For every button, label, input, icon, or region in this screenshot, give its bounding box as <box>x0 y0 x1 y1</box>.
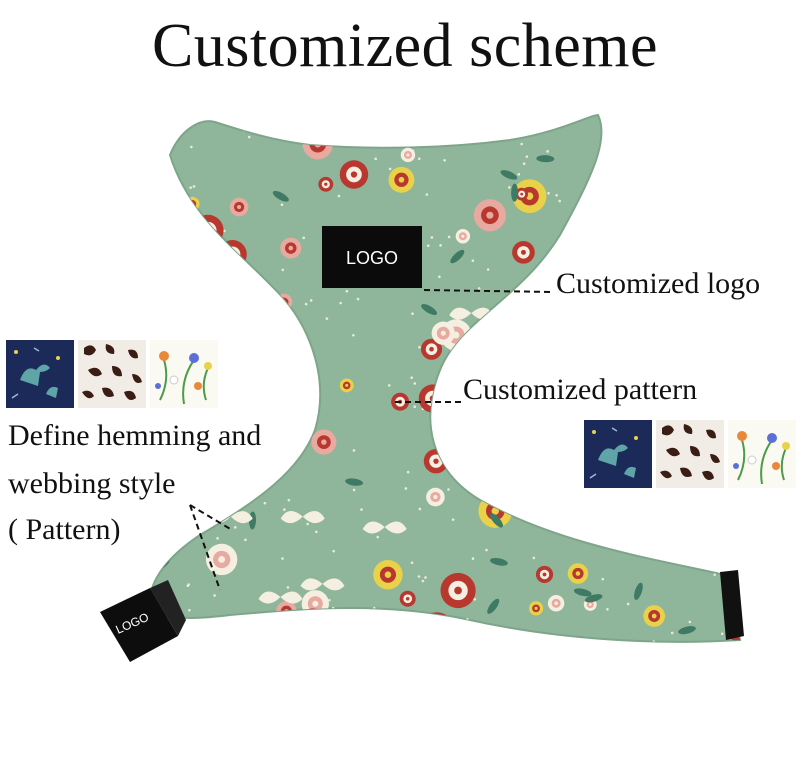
leopard-swatch <box>78 340 146 408</box>
flower-motif <box>515 187 529 201</box>
flower-motif <box>210 270 234 293</box>
leader-lines <box>189 289 553 591</box>
flower-motif <box>423 448 449 474</box>
flower-motif <box>419 612 454 642</box>
flower-motif <box>547 595 565 612</box>
floral-swatch <box>150 340 218 408</box>
flower-motif <box>598 488 628 518</box>
logo-leader-line <box>423 289 553 293</box>
flower-motif <box>301 608 325 631</box>
flower-motif <box>636 494 666 523</box>
left-buckle: LOGO <box>100 580 186 662</box>
flower-motif <box>280 388 309 417</box>
flower-motif <box>280 237 302 259</box>
flower-motif <box>192 214 224 246</box>
hemming-label-line1: Define hemming and <box>8 419 262 452</box>
flower-motif <box>613 121 637 145</box>
flower-motif <box>205 543 238 576</box>
flower-motif <box>318 176 334 192</box>
flower-motif <box>473 199 506 232</box>
dinosaur-swatch <box>584 420 652 488</box>
floral-swatch <box>728 420 796 488</box>
flower-motif <box>512 241 535 264</box>
flower-motif <box>218 240 247 269</box>
flower-motif <box>712 506 728 521</box>
flower-motif <box>158 511 194 548</box>
flower-motif <box>400 147 416 163</box>
flower-motif <box>569 463 584 478</box>
hemming-swatches <box>6 340 218 408</box>
flower-motif <box>275 293 293 311</box>
flower-motif <box>730 115 740 130</box>
flower-motif <box>339 378 354 393</box>
flower-motif <box>388 166 415 193</box>
flower-motif <box>291 364 306 378</box>
flower-motif <box>373 559 403 590</box>
hemming-label-line3: ( Pattern) <box>8 513 121 546</box>
hemming-leader-line-1 <box>189 504 233 531</box>
customized-pattern-label: Customized pattern <box>463 373 698 406</box>
flower-motif <box>567 563 589 584</box>
flower-motif <box>220 260 248 289</box>
flower-motif <box>440 572 476 609</box>
flower-motif <box>455 229 471 244</box>
flower-motif <box>426 487 445 507</box>
flower-motif <box>528 601 544 616</box>
flower-motif <box>523 452 541 469</box>
leopard-swatch <box>656 420 724 488</box>
page-title: Customized scheme <box>151 12 659 80</box>
logo-patch-text: LOGO <box>346 248 398 268</box>
flower-motif <box>301 590 329 618</box>
hemming-label-line2: webbing style <box>8 467 176 500</box>
flower-motif <box>727 204 740 220</box>
hemming-leader-line-2 <box>189 504 221 591</box>
flower-motif <box>543 115 560 130</box>
flower-motif <box>643 605 666 627</box>
flower-motif <box>431 321 455 345</box>
right-buckle <box>720 570 744 640</box>
flower-motif <box>540 478 575 513</box>
pattern-swatches <box>584 420 796 488</box>
flower-motif <box>688 313 721 346</box>
flower-motif <box>399 590 416 607</box>
logo-patch: LOGO <box>322 226 422 288</box>
dinosaur-swatch <box>6 340 74 408</box>
flower-motif <box>151 285 178 312</box>
flower-motif <box>717 147 740 180</box>
customized-logo-label: Customized logo <box>556 267 761 300</box>
flower-motif <box>418 384 447 413</box>
flower-motif <box>535 565 554 584</box>
flower-motif <box>311 429 337 455</box>
flower-motif <box>339 160 369 189</box>
flower-motif <box>582 195 598 211</box>
flower-motif <box>229 197 249 217</box>
flower-motif <box>420 338 443 360</box>
